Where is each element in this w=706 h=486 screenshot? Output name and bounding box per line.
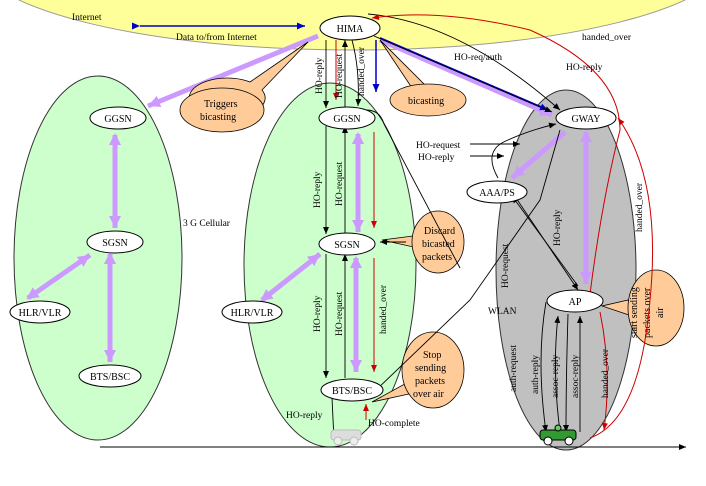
mobile-terminal-icon-cellular — [330, 429, 362, 446]
discard-callout-line3: packets — [422, 252, 452, 263]
internet-label: Internet — [72, 13, 102, 23]
mobile-terminal-icon-wlan — [539, 424, 577, 446]
msg-ho-request-sgsn-bts: HO-request — [335, 291, 345, 336]
node-ap: AP — [546, 289, 604, 313]
node-sgsn-left-label: SGSN — [102, 238, 128, 249]
node-aaa: AAA/PS — [466, 180, 528, 204]
triggers-callout-line1: Triggers — [204, 99, 238, 110]
msg-assoc-reply-1: assoc-reply — [551, 354, 561, 398]
msg-ho-reply-ggsn-sgsn: HO-reply — [313, 171, 323, 208]
bicasting-callout-text: bicasting — [408, 96, 444, 107]
node-sgsn-mid: SGSN — [318, 232, 376, 256]
bicast-data-paths — [26, 33, 592, 372]
signaling-arrows — [323, 13, 583, 441]
handed-over-paths — [333, 14, 654, 439]
start-callout-line2: packets over — [642, 287, 653, 338]
msg-auth-reply: auth-reply — [531, 355, 541, 394]
stop-callout-line4: over air — [413, 389, 444, 400]
node-aaa-label: AAA/PS — [479, 188, 515, 199]
node-gway: GWAY — [555, 106, 617, 130]
msg-ho-req-auth: HO-req/auth — [454, 53, 502, 63]
msg-ho-request-aaa-ap: HO-request — [501, 243, 511, 288]
triggers-callout-line2: bicasting — [200, 112, 236, 123]
msg-handed-over-top: handed_over — [582, 33, 632, 43]
node-ggsn-left: GGSN — [89, 106, 147, 130]
node-hima-label: HIMA — [337, 24, 364, 35]
cellular-region-label: 3 G Cellular — [183, 219, 231, 229]
msg-handed-over-hima: handed_over — [357, 46, 367, 96]
discard-callout-line2: bicasted — [422, 239, 455, 250]
msg-ho-complete: HO-complete — [368, 419, 420, 429]
msg-handed-over-right: handed_over — [635, 182, 645, 232]
node-ggsn-mid-label: GGSN — [333, 114, 360, 125]
start-sending-callout: start sending packets over air — [600, 269, 685, 347]
node-bts-mid-label: BTS/BSC — [332, 386, 372, 397]
msg-ho-reply-gway: HO-reply — [566, 63, 603, 73]
msg-handed-over-ap: handed_over — [601, 348, 611, 398]
node-sgsn-left: SGSN — [86, 230, 144, 254]
node-hlr-mid-label: HLR/VLR — [231, 308, 274, 319]
node-bts-left: BTS/BSC — [78, 364, 142, 388]
discard-callout: Discard bicasted packets — [381, 210, 465, 274]
node-bts-left-label: BTS/BSC — [90, 372, 130, 383]
msg-handed-over-sgsn-bts: handed_over — [379, 284, 389, 334]
msg-ho-request-gway: HO-request — [416, 141, 461, 151]
node-ggsn-left-label: GGSN — [104, 114, 131, 125]
msg-ho-reply-gway2: HO-reply — [418, 153, 455, 163]
triggers-bicasting-callout: Triggers bicasting — [179, 41, 309, 133]
node-ggsn-mid: GGSN — [318, 106, 376, 130]
node-hlr-left-label: HLR/VLR — [19, 308, 62, 319]
msg-ho-request-ggsn-sgsn: HO-request — [335, 161, 345, 206]
msg-ho-reply-sgsn-bts: HO-reply — [313, 295, 323, 332]
msg-ho-reply-aaa-ap: HO-reply — [553, 209, 563, 246]
stop-callout-line2: sending — [415, 363, 446, 374]
cellular-region-left — [13, 75, 183, 441]
node-bts-mid: BTS/BSC — [320, 378, 384, 402]
msg-assoc-reply-2: assoc-reply — [571, 354, 581, 398]
node-hlr-left: HLR/VLR — [9, 300, 71, 324]
node-sgsn-mid-label: SGSN — [334, 240, 360, 251]
internet-data-label: Data to/from Internet — [176, 32, 257, 43]
stop-callout-line3: packets — [415, 376, 445, 387]
node-gway-label: GWAY — [571, 114, 600, 125]
start-callout-line1: start sending — [629, 287, 640, 338]
msg-ho-reply-hima-ggsn: HO-reply — [315, 57, 325, 94]
msg-ho-reply-bts: HO-reply — [286, 411, 323, 421]
wlan-region-label: WLAN — [488, 307, 517, 317]
stop-sending-callout: Stop sending packets over air — [371, 331, 465, 409]
bicasting-callout: bicasting — [379, 39, 467, 117]
msg-auth-request: auth-request — [509, 345, 519, 392]
node-hlr-mid: HLR/VLR — [221, 300, 283, 324]
msg-ho-request-hima-ggsn: HO-request — [335, 53, 345, 98]
stop-callout-line1: Stop — [423, 350, 441, 361]
node-ap-label: AP — [569, 297, 582, 308]
discard-callout-line1: Discard — [424, 226, 455, 237]
start-callout-line3: air — [655, 307, 666, 318]
node-hima: HIMA — [319, 15, 381, 41]
